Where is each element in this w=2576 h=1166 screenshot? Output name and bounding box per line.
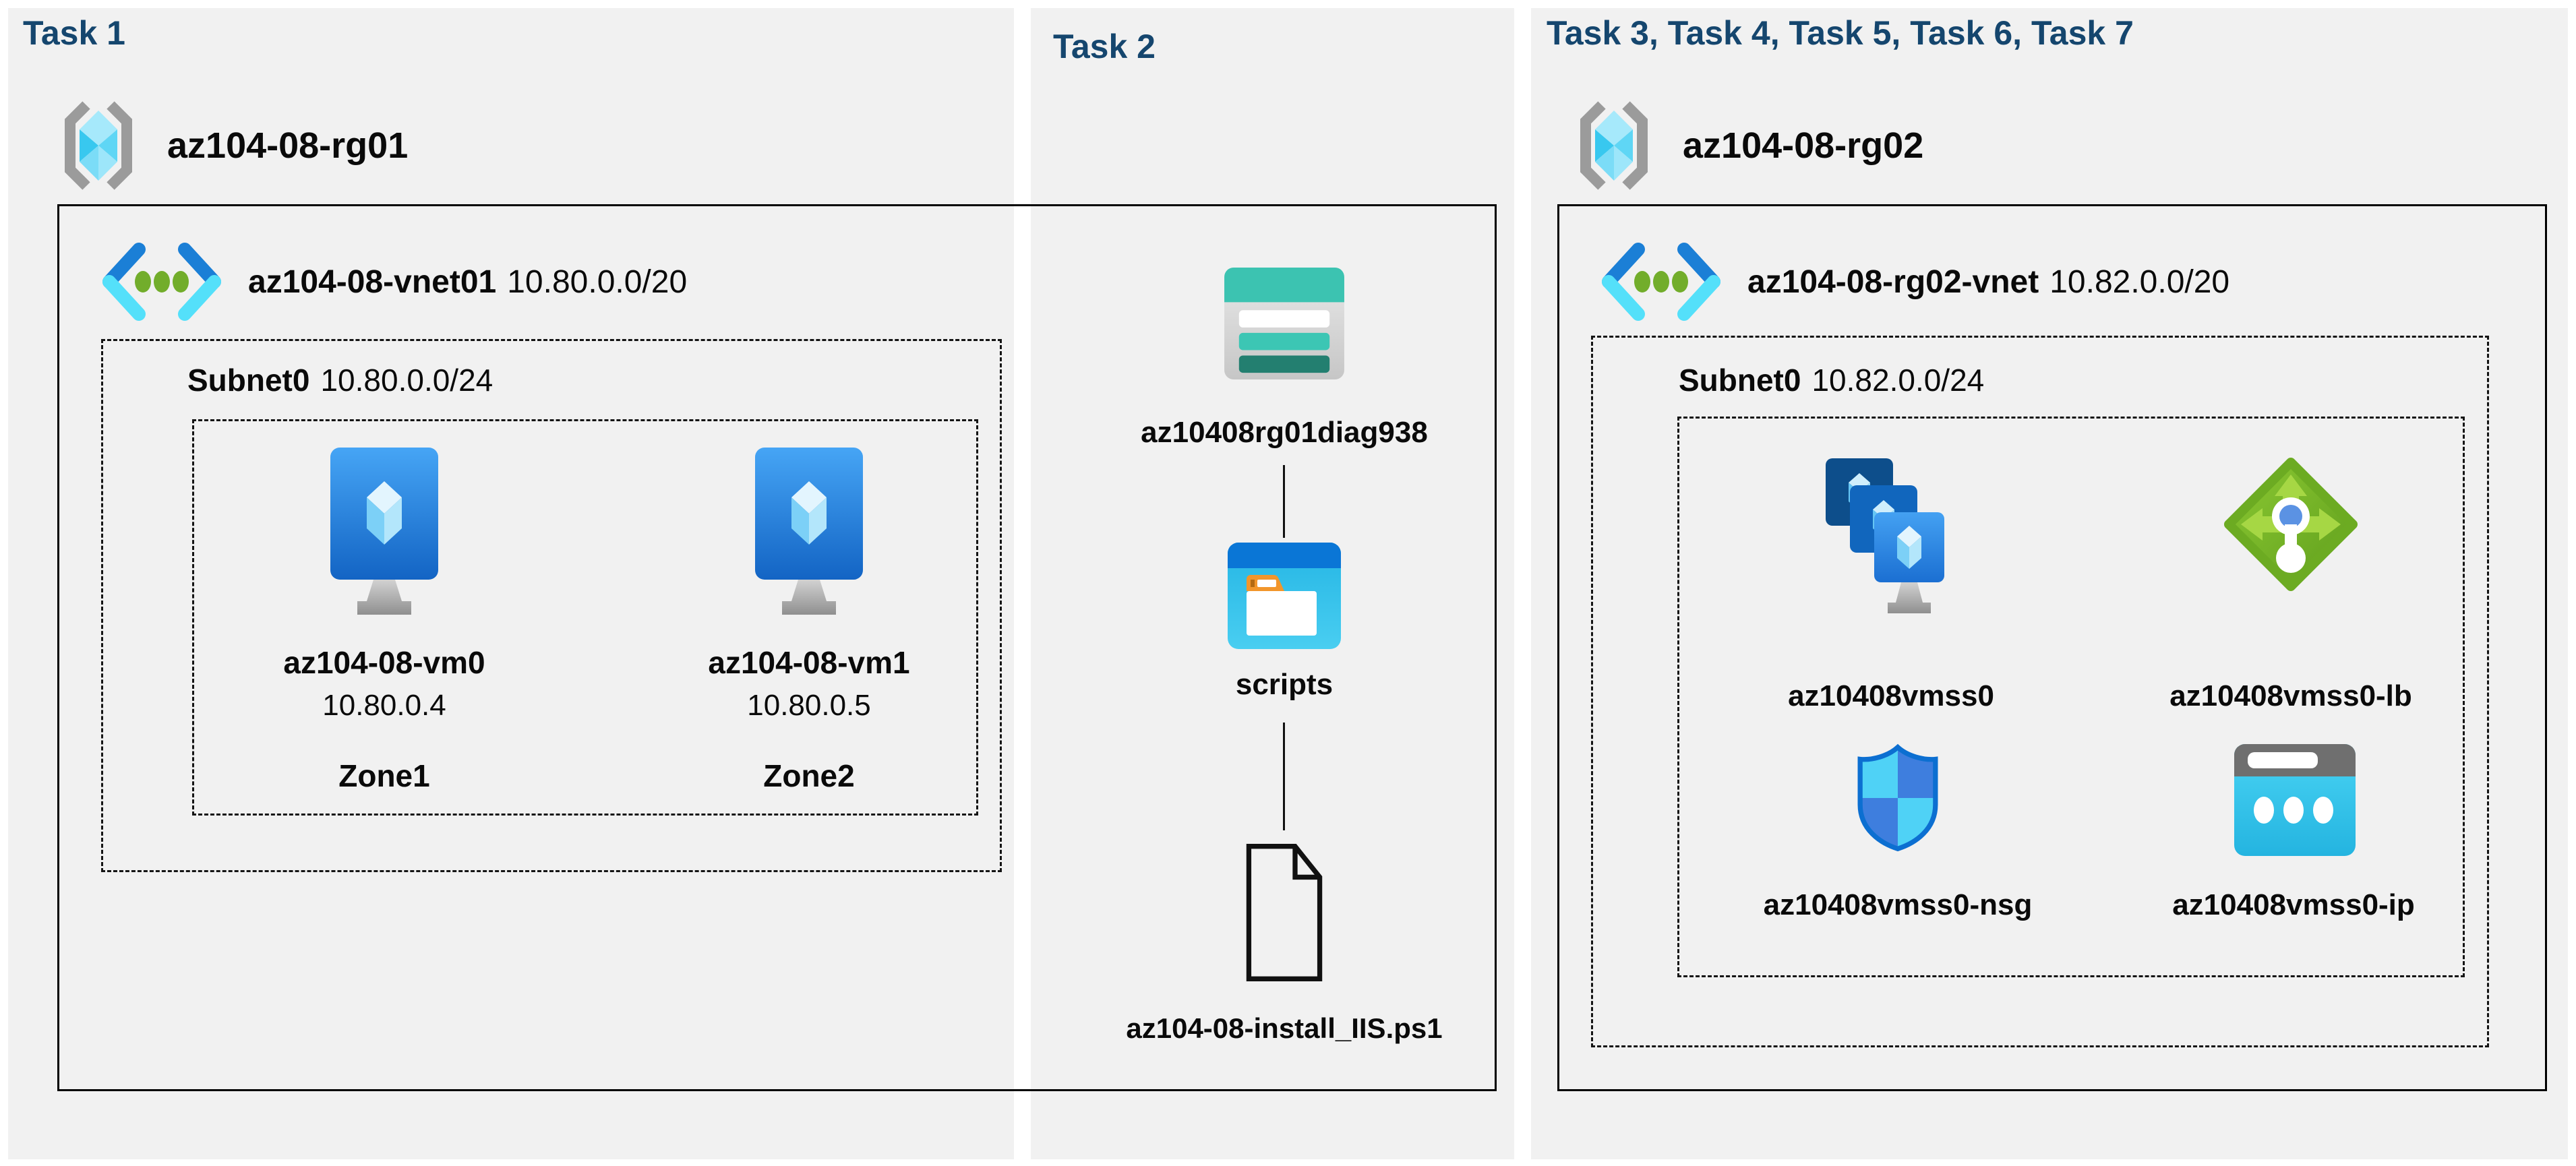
resource-group-icon [1580,101,1648,190]
subnet0-label-rg02: Subnet0 10.82.0.0/24 [1679,362,1984,398]
nsg-icon-wrap [1852,741,1944,855]
subnet0-name: Subnet0 [1679,363,1801,398]
vm1-name: az104-08-vm1 [708,645,910,680]
nsg-icon [1857,743,1938,852]
virtual-network-icon [1602,243,1720,321]
subnet0-label-rg01: Subnet0 10.80.0.0/24 [187,362,493,398]
task3-panel [1531,8,2568,1159]
task1-panel [8,8,1014,1159]
vmss-icon [1826,458,1944,613]
vm0-ip: 10.80.0.4 [322,689,446,722]
task3-title: Task 3, Task 4, Task 5, Task 6, Task 7 [1547,14,2134,52]
vnet01-cidr: 10.80.0.0/20 [507,264,688,300]
subnet0-cidr: 10.80.0.0/24 [320,363,493,398]
vnet01-name: az104-08-vnet01 [248,264,497,300]
vnet02-cidr: 10.82.0.0/20 [2049,264,2230,300]
task3-resource-box [1557,204,2547,1091]
scripts-folder-node: scripts [1075,541,1493,702]
public-ip-label: az10408vmss0-ip [2172,888,2415,921]
scripts-folder-label: scripts [1235,668,1334,701]
task1-title: Task 1 [23,14,125,52]
lb-icon-wrap [2223,457,2358,592]
rg01-name: az104-08-rg01 [167,125,409,166]
ip-icon-wrap [2233,743,2357,857]
virtual-network-icon [102,243,221,321]
rg01-row: az104-08-rg01 [54,94,408,197]
rg02-name: az104-08-rg02 [1683,125,1924,166]
virtual-machine-icon [755,448,863,615]
subnet0-name: Subnet0 [187,363,310,398]
vnet02-row: az104-08-rg02-vnet 10.82.0.0/20 [1599,241,2229,322]
vnet02-name: az104-08-rg02-vnet [1747,264,2039,300]
vmss-group-boundary [1677,417,2465,977]
subnet0-boundary-rg01 [101,339,1002,872]
vm0-zone: Zone1 [338,758,430,793]
vm0-name: az104-08-vm0 [283,645,485,680]
folder-icon [1228,543,1341,649]
task1-resource-box [57,204,1497,1091]
storage-account-node: az10408rg01diag938 [1075,266,1493,450]
storage-account-icon [1224,267,1344,380]
connector-line [1283,465,1285,538]
subnet0-cidr: 10.82.0.0/24 [1811,363,1985,398]
nsg-label: az10408vmss0-nsg [1763,888,2033,921]
vnet01-row: az104-08-vnet01 10.80.0.0/20 [100,241,687,322]
rg02-row: az104-08-rg02 [1569,94,1923,197]
public-ip-icon [2234,744,2356,856]
vmss-label: az10408vmss0 [1788,679,1994,712]
file-icon [1246,844,1323,981]
script-file-label: az104-08-install_IIS.ps1 [1126,1012,1443,1044]
vm1-ip: 10.80.0.5 [747,689,871,722]
resource-group-icon [65,101,132,190]
vm1-node: az104-08-vm1 10.80.0.5 Zone2 [647,445,971,794]
vm-group-boundary [192,419,978,816]
lb-label: az10408vmss0-lb [2169,679,2412,712]
task2-title: Task 2 [1053,28,1156,65]
connector-line [1283,723,1285,830]
virtual-machine-icon [330,448,438,615]
vm1-zone: Zone2 [763,758,855,793]
storage-account-label: az10408rg01diag938 [1141,416,1428,449]
subnet0-boundary-rg02 [1591,336,2489,1047]
load-balancer-icon [2224,458,2358,591]
vm0-node: az104-08-vm0 10.80.0.4 Zone1 [222,445,546,794]
vmss-icon-wrap [1820,453,1963,617]
script-file-node: az104-08-install_IIS.ps1 [1075,836,1493,1045]
